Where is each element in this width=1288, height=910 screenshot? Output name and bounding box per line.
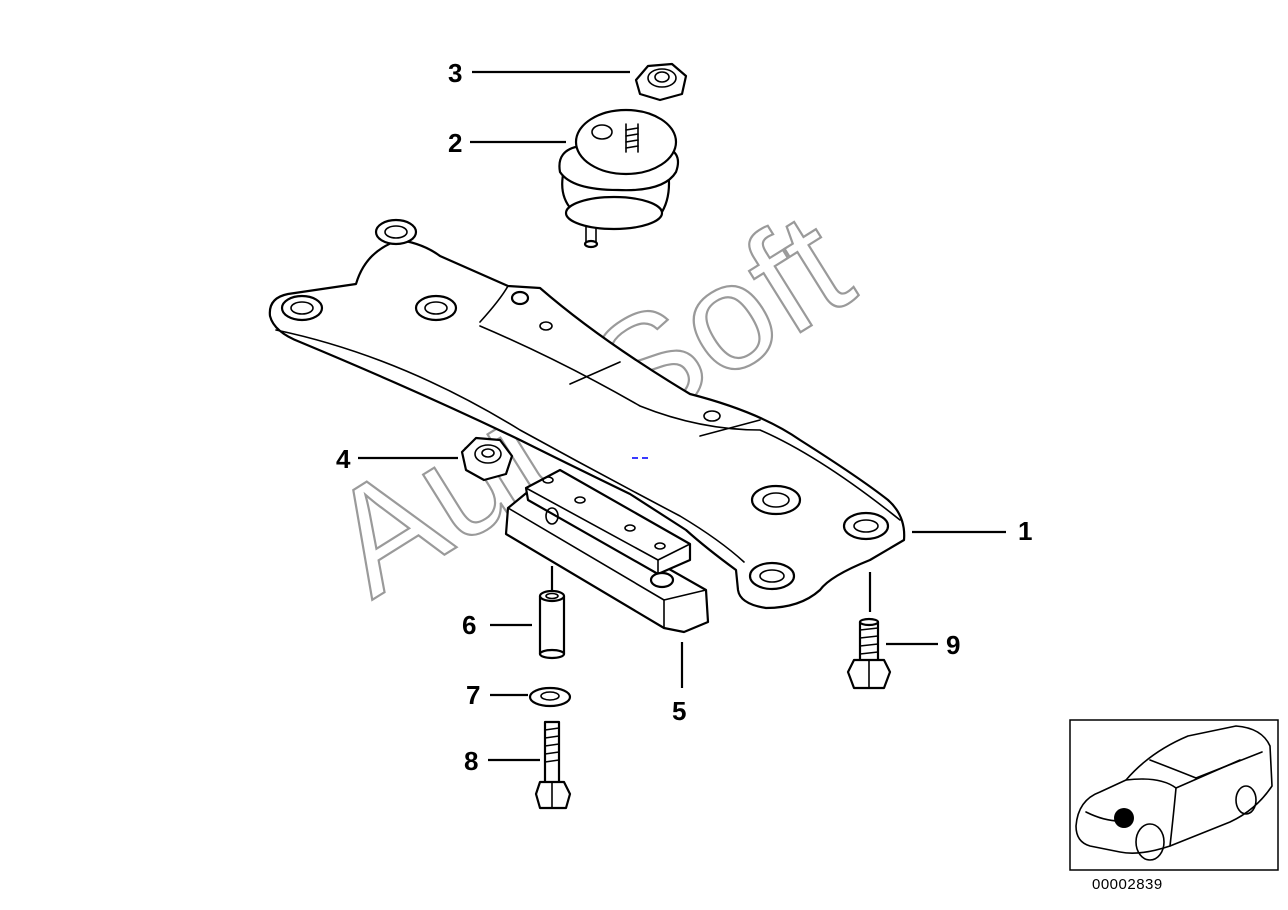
callout-6[interactable]: 6 [462, 610, 476, 640]
part-2-rubber-mount[interactable] [558, 108, 680, 249]
part-4-hex-nut[interactable] [460, 436, 514, 482]
callout-7[interactable]: 7 [466, 680, 480, 710]
callout-9[interactable]: 9 [946, 630, 960, 660]
callout-5[interactable]: 5 [672, 696, 686, 726]
location-marker [1114, 808, 1134, 828]
leader-lines [358, 70, 1006, 762]
part-6-sleeve[interactable] [538, 589, 566, 660]
callout-4[interactable]: 4 [336, 444, 351, 474]
callout-1[interactable]: 1 [1018, 516, 1032, 546]
diagram-id: 00002839 [1092, 876, 1163, 893]
part-8-hex-bolt[interactable] [534, 720, 572, 810]
part-9-hex-bolt[interactable] [846, 617, 892, 690]
callout-2[interactable]: 2 [448, 128, 462, 158]
callout-8[interactable]: 8 [464, 746, 478, 776]
part-3-hex-nut[interactable] [634, 62, 688, 102]
part-5-bracket[interactable] [504, 468, 710, 634]
callout-3[interactable]: 3 [448, 58, 462, 88]
part-7-washer[interactable] [528, 686, 572, 708]
car-location-thumbnail [1069, 719, 1279, 871]
part-1-crossmember[interactable] [268, 218, 906, 610]
